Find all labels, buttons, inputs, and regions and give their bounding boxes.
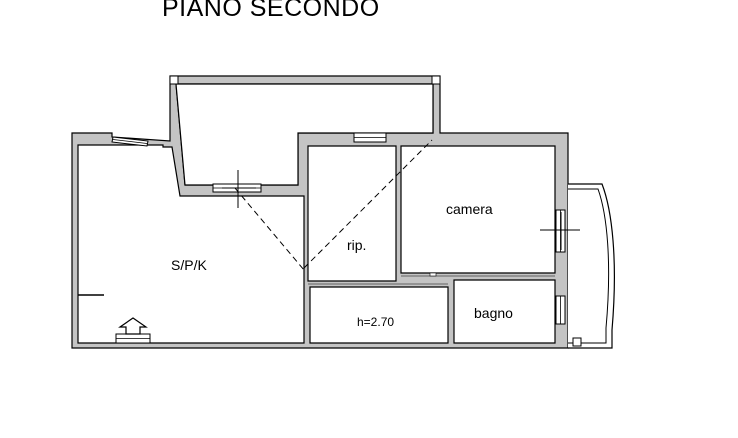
terrace-post-right bbox=[431, 75, 441, 85]
section-line-right bbox=[303, 139, 433, 269]
room-label-living: S/P/K bbox=[171, 257, 207, 273]
right-balcony bbox=[568, 183, 615, 349]
crosshair-marker-right bbox=[540, 212, 580, 250]
crosshair-marker-left bbox=[222, 170, 256, 208]
section-line-left bbox=[234, 187, 305, 271]
room-label-storage: rip. bbox=[347, 237, 366, 253]
room-label-bathroom: bagno bbox=[474, 305, 513, 321]
room-label-bedroom: camera bbox=[446, 201, 493, 217]
room-label-height: h=2.70 bbox=[357, 315, 394, 329]
terrace-post-left bbox=[169, 75, 179, 85]
property-boundary bbox=[71, 145, 612, 349]
floor-title: PIANO SECONDO bbox=[162, 0, 380, 22]
entrance-arrow-icon bbox=[118, 317, 148, 335]
